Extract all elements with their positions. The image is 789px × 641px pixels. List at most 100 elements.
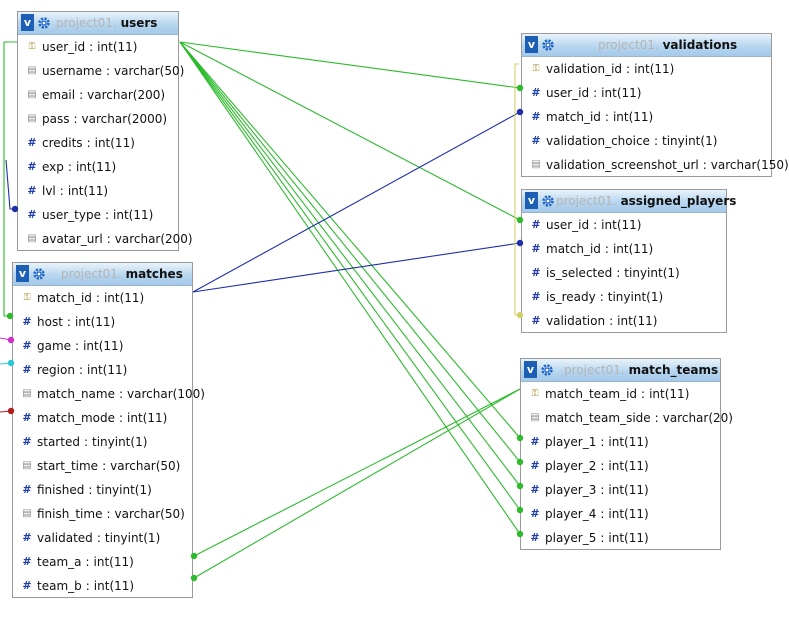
field-row-avatar-url[interactable]: ▤avatar_url:varchar(200) (18, 227, 192, 251)
toggle-icon[interactable]: v (525, 192, 538, 209)
field-row-pass[interactable]: ▤pass:varchar(2000) (18, 107, 178, 131)
table-title[interactable]: project01. users (56, 15, 157, 31)
table-name: matches (125, 267, 183, 281)
numeric-field-icon: # (22, 411, 32, 424)
field-row-player-2[interactable]: #player_2:int(11) (521, 454, 720, 478)
field-separator: : (118, 411, 124, 425)
field-row-credits[interactable]: #credits:int(11) (18, 131, 178, 155)
field-row-match-id[interactable]: #match_id:int(11) (522, 105, 771, 129)
field-name: validation_screenshot_url (546, 158, 699, 172)
field-row-validation-id[interactable]: ⚿validation_id:int(11) (522, 57, 771, 81)
field-name: player_1 (545, 435, 597, 449)
relation-line (514, 63, 520, 316)
field-row-match-id[interactable]: #match_id:int(11) (522, 237, 726, 261)
field-row-validated[interactable]: #validated:tinyint(1) (13, 526, 192, 550)
field-row-match-team-id[interactable]: ⚿match_team_id:int(11) (521, 382, 720, 406)
field-type: varchar(2000) (81, 112, 168, 126)
field-row-player-3[interactable]: #player_3:int(11) (521, 478, 720, 502)
field-row-game[interactable]: #game:int(11) (13, 334, 192, 358)
field-name: validated (37, 531, 93, 545)
table-match-teams[interactable]: v project01. match_teams ⚿match_team_id:… (520, 358, 733, 550)
toggle-icon[interactable]: v (524, 361, 537, 378)
field-type: int(11) (608, 435, 649, 449)
field-row-user-id[interactable]: ⚿user_id:int(11) (18, 35, 178, 59)
field-separator: : (702, 158, 707, 172)
field-type: varchar(50) (114, 64, 185, 78)
field-row-user-id[interactable]: #user_id:int(11) (522, 81, 771, 105)
field-name: match_id (546, 242, 601, 256)
field-row-is-selected[interactable]: #is_selected:tinyint(1) (522, 261, 726, 285)
table-header[interactable]: v project01. assigned_players (522, 190, 736, 213)
field-name: validation_id (546, 62, 623, 76)
field-type: int(11) (67, 184, 109, 198)
field-row-player-1[interactable]: #player_1:int(11) (521, 430, 720, 454)
field-type: int(11) (608, 531, 649, 545)
field-type: int(11) (608, 483, 649, 497)
gear-icon[interactable] (541, 38, 555, 52)
field-row-team-b[interactable]: #team_b:int(11) (13, 574, 192, 598)
table-title[interactable]: project01. validations (598, 37, 737, 53)
field-row-start-time[interactable]: ▤start_time:varchar(50) (13, 454, 192, 478)
field-row-started[interactable]: #started:tinyint(1) (13, 430, 192, 454)
field-row-match-team-side[interactable]: ▤match_team_side:varchar(20) (521, 406, 733, 430)
gear-icon[interactable] (540, 363, 554, 377)
field-row-lvl[interactable]: #lvl:int(11) (18, 179, 178, 203)
field-row-team-a[interactable]: #team_a:int(11) (13, 550, 192, 574)
table-title[interactable]: project01. assigned_players (556, 193, 736, 209)
field-row-validation-screenshot-url[interactable]: ▤validation_screenshot_url:varchar(150) (522, 153, 788, 177)
field-type: int(11) (93, 555, 134, 569)
field-row-player-4[interactable]: #player_4:int(11) (521, 502, 720, 526)
field-name: user_id (546, 86, 590, 100)
field-separator: : (102, 459, 107, 473)
field-name: player_4 (545, 507, 597, 521)
field-row-user-type[interactable]: #user_type:int(11) (18, 203, 178, 227)
gear-icon[interactable] (37, 16, 51, 30)
table-title[interactable]: project01. match_teams (564, 362, 718, 378)
gear-icon[interactable] (541, 194, 555, 208)
table-users[interactable]: v project01. users ⚿user_id:int(11)▤user… (17, 11, 193, 251)
numeric-field-icon: # (22, 579, 32, 592)
field-row-finished[interactable]: #finished:tinyint(1) (13, 478, 192, 502)
toggle-icon[interactable]: v (21, 14, 34, 31)
field-name: match_team_id (545, 387, 638, 401)
primary-key-icon: ⚿ (28, 42, 36, 52)
table-validations[interactable]: v project01. validations ⚿validation_id:… (521, 33, 789, 177)
field-type: varchar(50) (114, 507, 185, 521)
field-separator: : (600, 483, 605, 497)
table-header[interactable]: v project01. match_teams (521, 359, 720, 382)
field-row-is-ready[interactable]: #is_ready:tinyint(1) (522, 285, 726, 309)
table-matches[interactable]: v project01. matches ⚿match_id:int(11)#h… (12, 262, 205, 598)
table-header[interactable]: v project01. users (18, 12, 178, 35)
field-row-validation[interactable]: #validation:int(11) (522, 309, 726, 333)
field-list: ⚿user_id:int(11)▤username:varchar(50)▤em… (18, 35, 192, 251)
table-assigned-players[interactable]: v project01. assigned_players #user_id:i… (521, 189, 736, 333)
field-row-user-id[interactable]: #user_id:int(11) (522, 213, 726, 237)
table-header[interactable]: v project01. validations (522, 34, 771, 57)
field-name: match_id (546, 110, 601, 124)
field-type: int(11) (93, 579, 135, 593)
table-header[interactable]: v project01. matches (13, 263, 192, 286)
field-row-host[interactable]: #host:int(11) (13, 310, 192, 334)
field-row-finish-time[interactable]: ▤finish_time:varchar(50) (13, 502, 192, 526)
field-row-match-mode[interactable]: #match_mode:int(11) (13, 406, 192, 430)
field-type: int(11) (601, 86, 642, 100)
toggle-icon[interactable]: v (525, 36, 538, 53)
field-row-username[interactable]: ▤username:varchar(50) (18, 59, 184, 83)
field-row-match-id[interactable]: ⚿match_id:int(11) (13, 286, 192, 310)
text-field-icon: ▤ (22, 508, 32, 519)
text-field-icon: ▤ (531, 159, 541, 170)
field-row-player-5[interactable]: #player_5:int(11) (521, 526, 720, 550)
field-row-match-name[interactable]: ▤match_name:varchar(100) (13, 382, 205, 406)
relation-line (179, 41, 521, 221)
field-row-exp[interactable]: #exp:int(11) (18, 155, 178, 179)
field-type: tinyint(1) (662, 134, 718, 148)
field-type: int(11) (608, 459, 649, 473)
field-row-validation-choice[interactable]: #validation_choice:tinyint(1) (522, 129, 771, 153)
field-separator: : (653, 134, 658, 148)
gear-icon[interactable] (32, 267, 46, 281)
field-row-region[interactable]: #region:int(11) (13, 358, 192, 382)
toggle-icon[interactable]: v (16, 265, 29, 282)
field-row-email[interactable]: ▤email:varchar(200) (18, 83, 178, 107)
field-separator: : (104, 208, 110, 222)
table-title[interactable]: project01. matches (61, 266, 183, 282)
